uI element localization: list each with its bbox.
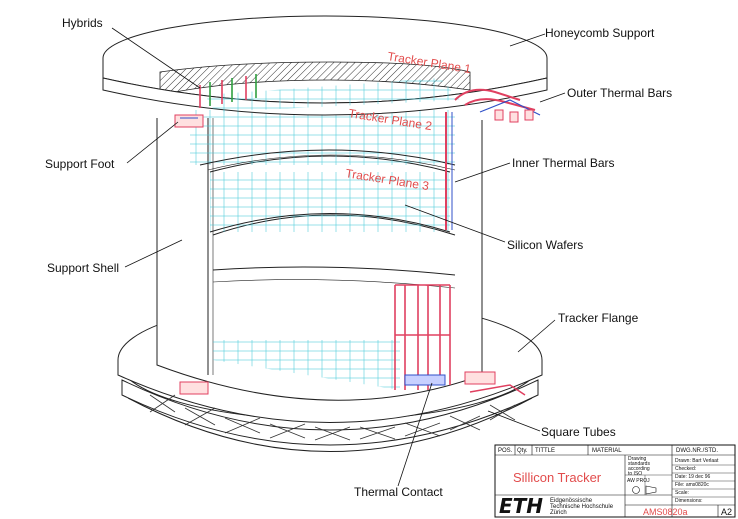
tb-std-note-2: standards [628, 461, 650, 467]
label-hybrids: Hybrids [62, 16, 103, 30]
label-thermal-contact: Thermal Contact [354, 485, 443, 499]
label-inner-thermal-bars: Inner Thermal Bars [512, 156, 615, 170]
tb-col-pos: POS. [498, 448, 513, 454]
outer-thermal-bars [454, 88, 541, 123]
title-block: POS. Qty. TITTLE MATERIAL DWG.NR./STD. S… [494, 444, 736, 518]
hybrids [199, 74, 257, 108]
support-foot [174, 114, 204, 128]
tb-col-dwg: DWG.NR./STD. [676, 448, 718, 454]
square-tubes-bracing [149, 394, 516, 441]
tb-drawing-title: Sillicon Tracker [513, 470, 602, 485]
tb-std-note-4: to ISO [628, 471, 642, 477]
tb-aw-proj: AW PROJ [627, 478, 650, 484]
tb-dimensions: Dimensions: [675, 498, 703, 504]
tb-col-qty: Qty. [517, 448, 528, 454]
tb-std-note-3: according [628, 466, 650, 472]
tb-scale: Scale: [675, 490, 689, 496]
inner-thermal-bars [445, 112, 453, 230]
tracker-plane-2 [190, 110, 456, 171]
leader-lines [111, 27, 566, 487]
tb-std-note-1: Drawing [628, 456, 647, 462]
label-honeycomb-support: Honeycomb Support [545, 26, 655, 40]
tb-drawn: Drawn: Bart Verlaat [675, 458, 719, 464]
tb-file: File: ams0820c [675, 482, 709, 488]
label-support-foot: Support Foot [45, 157, 115, 171]
flange-feet [179, 371, 526, 396]
eth-line-1: Eidgenössische [550, 498, 593, 504]
label-support-shell: Support Shell [47, 261, 119, 275]
tb-col-title: TITTLE [535, 448, 555, 454]
tb-format: A2 [721, 507, 732, 517]
label-outer-thermal-bars: Outer Thermal Bars [567, 86, 672, 100]
label-tracker-flange: Tracker Flange [558, 311, 639, 325]
tb-checked: Checked: [675, 466, 696, 472]
label-silicon-wafers: Silicon Wafers [507, 238, 583, 252]
projection-symbol-icon [632, 485, 657, 495]
flange-cooling-pipes [394, 284, 451, 390]
eth-line-2: Technische Hochschule [550, 504, 614, 510]
tb-drawing-number: AMS0820a [643, 507, 688, 517]
tb-date: Date: 19 dec 96 [675, 474, 711, 480]
eth-line-3: Zürich [550, 510, 567, 516]
label-square-tubes: Square Tubes [541, 425, 616, 439]
lower-wafer-plane [213, 340, 400, 390]
eth-logo: ETH [499, 494, 543, 518]
tb-col-material: MATERIAL [592, 448, 622, 454]
tracker-plane-1 [205, 78, 460, 112]
